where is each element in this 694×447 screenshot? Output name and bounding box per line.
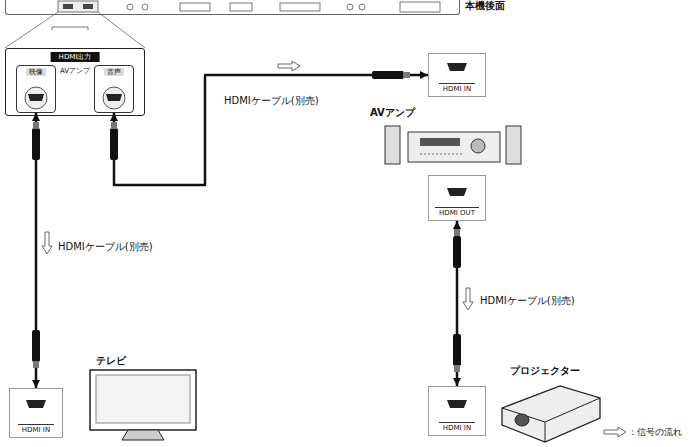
- node-title: HDMI出力: [51, 52, 100, 62]
- node-title: HDMI IN: [439, 83, 475, 93]
- signal-flow-arrow: [42, 232, 52, 254]
- hdmi-plug: [453, 334, 461, 366]
- connector: [180, 3, 210, 11]
- port-recess: [103, 87, 125, 109]
- hdmi-port: [447, 188, 467, 196]
- amp-illustration: [385, 126, 521, 164]
- plug-tip: [111, 122, 117, 129]
- device-label: テレビ: [96, 354, 126, 368]
- jack-box: HDMI IN: [428, 386, 486, 436]
- tv-illustration: [90, 370, 196, 440]
- legend-text: ：信号の流れ: [628, 426, 682, 439]
- cable-label: HDMIケーブル(別売): [222, 94, 321, 108]
- hdmi-port: [447, 63, 467, 71]
- speaker: [385, 126, 400, 164]
- device-label: プロジェクター: [510, 364, 580, 378]
- unit-rear: [5, 1, 440, 48]
- jack-box: HDMI IN: [9, 388, 63, 438]
- node-title: HDMI IN: [439, 422, 475, 432]
- node-title: 本機後面: [465, 0, 505, 12]
- legend-sample: [604, 427, 626, 437]
- hdmi-cable: [114, 75, 428, 185]
- device-label: AVアンプ: [370, 106, 415, 120]
- cable-plugs: [32, 71, 461, 372]
- port-area: [58, 1, 98, 12]
- zoom-line: [98, 12, 145, 48]
- jack: [359, 4, 365, 10]
- node-title: 映像: [26, 68, 46, 76]
- jack: [127, 4, 133, 10]
- projector-edge: [545, 422, 546, 442]
- hdmi-plug: [32, 128, 40, 160]
- projector-lens: [515, 414, 529, 426]
- bracket: [52, 27, 88, 30]
- projector-illustration: [502, 386, 600, 442]
- plug-tip: [454, 365, 460, 372]
- hdmi-port: [447, 400, 467, 408]
- tv-screen: [96, 375, 190, 423]
- amp-buttons: [420, 154, 462, 155]
- node-subtitle: AVアンプ: [60, 67, 90, 75]
- hdmi-port: [63, 4, 73, 9]
- connector: [280, 3, 320, 11]
- hdmi-plug: [110, 128, 118, 160]
- jack: [347, 4, 353, 10]
- tv-stand: [122, 430, 164, 440]
- hdmi-plug: [453, 236, 461, 268]
- connector: [400, 2, 440, 12]
- hdmi-output-panel: HDMI出力 AVアンプ 映像 音声: [5, 48, 145, 116]
- hdmi-port-box: 音声: [94, 65, 134, 113]
- amp-body: [408, 132, 500, 162]
- signal-arrows: [42, 61, 626, 437]
- projector-body: [502, 386, 600, 442]
- cable-label: HDMIケーブル(別売): [478, 294, 577, 308]
- zoom-line: [5, 12, 58, 48]
- plug-tip: [33, 361, 39, 368]
- hdmi-port: [83, 4, 93, 9]
- port-recess: [25, 87, 47, 109]
- signal-flow-arrow: [463, 288, 473, 310]
- signal-flow-arrow: [278, 61, 300, 71]
- node-title: 音声: [104, 68, 124, 76]
- amp-display: [420, 138, 460, 146]
- hdmi-port: [26, 400, 46, 408]
- jack-box: HDMI OUT: [428, 175, 486, 221]
- hdmi-icons: [26, 63, 467, 408]
- volume-knob: [471, 139, 485, 153]
- tv-body: [90, 370, 196, 430]
- plug-tip: [454, 229, 460, 236]
- hdmi-port-box: 映像: [16, 65, 56, 113]
- plug-tip: [403, 72, 410, 78]
- unit-rear: 本機後面: [5, 0, 460, 15]
- hdmi-port: [106, 94, 122, 101]
- hdmi-plug: [32, 330, 40, 362]
- speaker: [506, 126, 521, 164]
- cable-label: HDMIケーブル(別売): [56, 240, 155, 254]
- connector: [230, 3, 252, 11]
- node-title: HDMI IN: [18, 424, 54, 434]
- connector-group: [36, 75, 457, 388]
- jack-box: HDMI IN: [428, 53, 486, 97]
- hdmi-plug: [372, 71, 404, 79]
- node-title: HDMI OUT: [435, 207, 479, 217]
- hdmi-port: [28, 94, 44, 101]
- panel-ports: [25, 27, 125, 109]
- plug-tip: [33, 122, 39, 129]
- jack: [142, 4, 148, 10]
